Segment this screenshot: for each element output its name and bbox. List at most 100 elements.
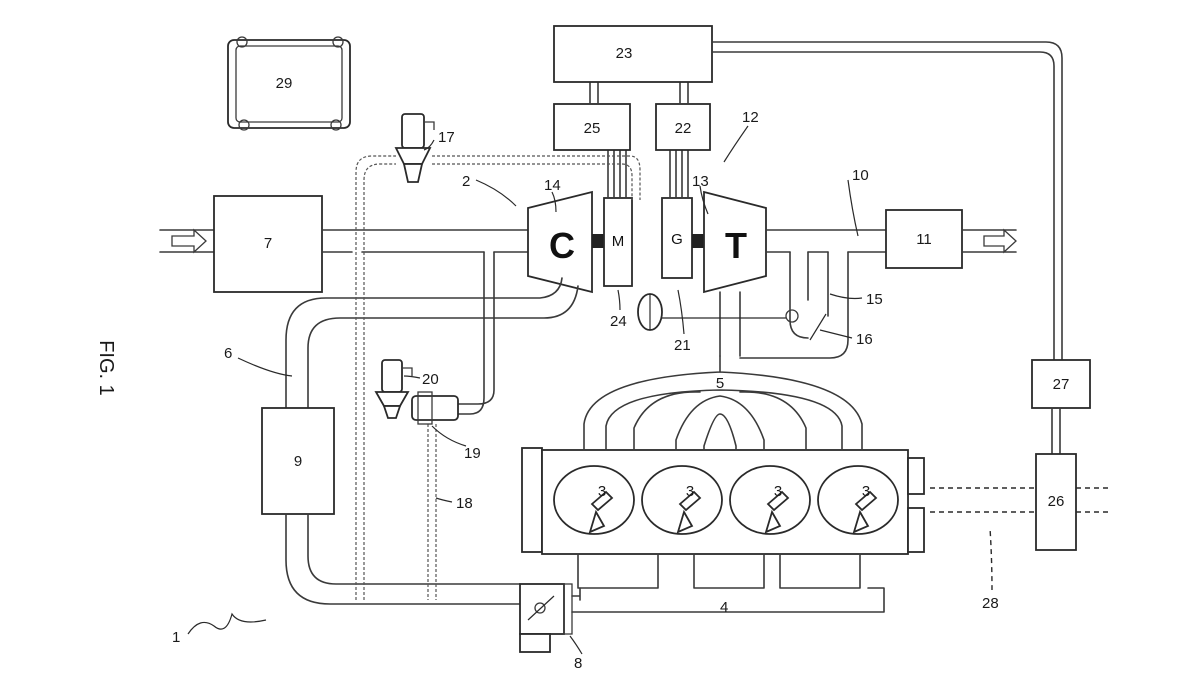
leader-6 [237, 357, 293, 377]
leader-2 [475, 179, 517, 207]
compressor-14: C [527, 190, 593, 294]
leader-8 [569, 635, 583, 655]
label-25: 25 [584, 120, 601, 137]
valve-19 [411, 391, 459, 425]
label-21: 21 [674, 337, 691, 354]
label-6: 6 [224, 345, 232, 362]
label-11: 11 [916, 231, 932, 248]
leader-20 [403, 375, 421, 379]
label-20: 20 [422, 371, 439, 388]
label-18: 18 [456, 495, 473, 512]
intake-duct [159, 229, 215, 253]
driveline-28 [930, 487, 1110, 513]
leader-10 [847, 179, 859, 237]
intake-arrow-icon [171, 228, 207, 254]
turbine-letter: T [725, 225, 747, 266]
label-2: 2 [462, 173, 470, 190]
leader-24 [617, 289, 621, 311]
exhaust-duct-10 [765, 229, 887, 253]
leader-28 [989, 527, 993, 591]
wastegate-bypass-15 [739, 251, 849, 359]
compressor-shaft [592, 234, 604, 248]
label-1: 1 [172, 629, 180, 646]
wastegate-valve-16 [650, 309, 827, 341]
electric-motor-24: M [603, 197, 633, 287]
cylinder-3: 3 [729, 465, 811, 535]
label-8: 8 [574, 655, 582, 672]
intercooler-9: 9 [261, 407, 335, 515]
filter-to-compressor-duct [321, 229, 531, 253]
compressor-recirc-line [355, 155, 396, 600]
figure-title: FIG. 1 [95, 340, 117, 396]
label-23: 23 [616, 45, 633, 62]
power-control-unit-23: 23 [553, 25, 713, 83]
generator-inverter-22: 22 [655, 103, 711, 151]
label-7: 7 [264, 235, 272, 252]
generator-wiring [669, 149, 689, 199]
generator-21: G [661, 197, 693, 279]
leader-1 [187, 612, 267, 635]
bypass-return-line [457, 251, 495, 415]
label-12: 12 [742, 109, 759, 126]
leader-19 [431, 425, 467, 447]
exhaust-arrow-icon [983, 228, 1017, 254]
label-15: 15 [866, 291, 883, 308]
line-18 [427, 424, 437, 600]
battery-module-27: 27 [1031, 359, 1091, 409]
label-14: 14 [544, 177, 561, 194]
leader-21 [677, 289, 685, 335]
label-17: 17 [438, 129, 455, 146]
label-22: 22 [675, 120, 692, 137]
valve-17-line [432, 155, 641, 200]
charge-air-pipe-6 [285, 277, 579, 409]
label-26: 26 [1048, 493, 1065, 510]
turbine-inlet-duct [719, 291, 741, 357]
label-3a: 3 [598, 483, 606, 500]
throttle-to-manifold [571, 587, 885, 613]
wastegate-actuator [637, 293, 663, 331]
intercooler-outlet-pipe [285, 513, 521, 605]
electric-machine-26: 26 [1035, 453, 1077, 551]
inverter-bus-left [589, 81, 599, 105]
label-9: 9 [294, 453, 302, 470]
cylinder-2: 3 [641, 465, 723, 535]
turbine-13: T [703, 190, 767, 294]
label-3d: 3 [862, 483, 870, 500]
exhaust-manifold-5 [583, 355, 863, 451]
cylinder-4: 3 [817, 465, 899, 535]
label-10: 10 [852, 167, 869, 184]
control-unit-29: 29 [227, 36, 351, 131]
leader-12 [723, 125, 749, 163]
leader-18 [435, 497, 453, 503]
air-filter-7: 7 [213, 195, 323, 293]
motor-letter: M [612, 233, 625, 250]
cylinder-1: 3 [553, 465, 635, 535]
label-4: 4 [720, 599, 728, 616]
label-16: 16 [856, 331, 873, 348]
generator-letter: G [671, 231, 683, 248]
blowoff-valve-17 [394, 113, 435, 183]
label-5: 5 [716, 375, 724, 392]
exhaust-aftertreatment-11: 11 [885, 209, 963, 269]
label-28: 28 [982, 595, 999, 612]
valve-20 [374, 359, 413, 419]
leader-17 [423, 139, 435, 151]
label-29: 29 [276, 75, 293, 92]
label-27: 27 [1053, 376, 1070, 393]
throttle-valve-8 [519, 583, 573, 653]
leader-14 [551, 191, 557, 213]
leader-16 [819, 329, 853, 339]
leader-13 [699, 185, 709, 215]
label-24: 24 [610, 313, 627, 330]
inverter-bus-right [679, 81, 689, 105]
label-13: 13 [692, 173, 709, 190]
motor-inverter-25: 25 [553, 103, 631, 151]
label-19: 19 [464, 445, 481, 462]
turbine-shaft [692, 234, 704, 248]
tailpipe [961, 229, 1017, 253]
leader-15 [829, 293, 863, 300]
compressor-letter: C [549, 225, 575, 266]
bus-27-26 [1051, 407, 1061, 455]
label-3b: 3 [686, 483, 694, 500]
